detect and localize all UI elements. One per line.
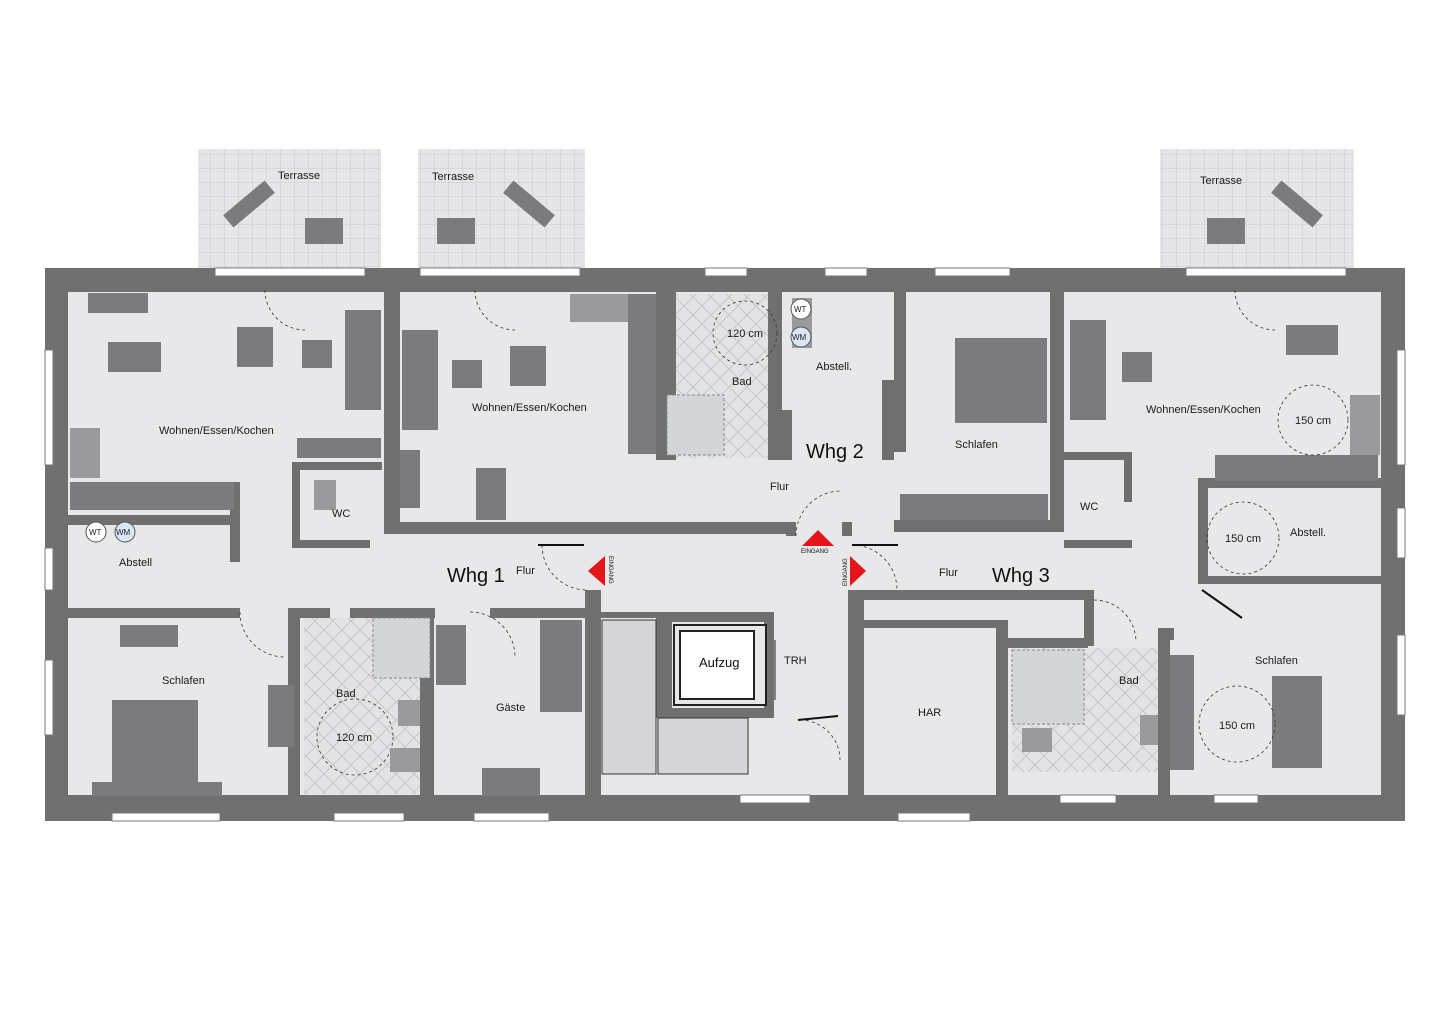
- label-bad-3: Bad: [1119, 675, 1139, 687]
- label-terrasse-2: Terrasse: [432, 171, 474, 183]
- entrance-label-whg2: EINGANG: [801, 549, 829, 555]
- room-labels: Terrasse Terrasse Terrasse Wohnen/Essen/…: [119, 170, 1331, 744]
- door-swings: [239, 289, 1349, 763]
- label-whg3: Whg 3: [992, 565, 1050, 587]
- entrance-arrow-whg3: [850, 556, 866, 586]
- label-abstell-2: Abstell.: [816, 361, 852, 373]
- label-wek-2: Wohnen/Essen/Kochen: [472, 402, 587, 414]
- wt-label-whg2: WT: [794, 305, 807, 314]
- label-trh: TRH: [784, 655, 807, 667]
- label-terrasse-1: Terrasse: [278, 170, 320, 182]
- terrace-3: [1160, 149, 1354, 269]
- wm-label-whg1: WM: [116, 528, 131, 537]
- wm-label-whg2: WM: [792, 333, 807, 342]
- label-flur-2: Flur: [770, 481, 789, 493]
- label-dim-bad1: 120 cm: [336, 732, 372, 744]
- label-whg1: Whg 1: [447, 565, 505, 587]
- entrance-label-whg1: EINGANG: [607, 556, 613, 584]
- label-dim-schlafen3: 150 cm: [1219, 720, 1255, 732]
- label-dim-wek3: 150 cm: [1295, 415, 1331, 427]
- label-gaeste: Gäste: [496, 702, 525, 714]
- entrance-arrow-whg1: [588, 556, 605, 586]
- label-wek-3: Wohnen/Essen/Kochen: [1146, 404, 1261, 416]
- label-dim-bad2: 120 cm: [727, 328, 763, 340]
- label-schlafen-2: Schlafen: [955, 439, 998, 451]
- label-terrasse-3: Terrasse: [1200, 175, 1242, 187]
- label-wc-3: WC: [1080, 501, 1098, 513]
- label-aufzug: Aufzug: [699, 655, 739, 670]
- wt-label-whg1: WT: [89, 528, 102, 537]
- entrance-label-whg3: EINGANG: [843, 558, 849, 586]
- terrace-1: [198, 149, 381, 269]
- appliances: WT WM WT WM: [85, 298, 812, 543]
- stair-core: [601, 619, 776, 775]
- terrace-2: [418, 149, 585, 269]
- label-flur-1: Flur: [516, 565, 535, 577]
- label-dim-abstell3: 150 cm: [1225, 533, 1261, 545]
- windows: [44, 267, 1406, 822]
- interior-walls: [68, 292, 1381, 796]
- label-wek-1: Wohnen/Essen/Kochen: [159, 425, 274, 437]
- label-schlafen-3: Schlafen: [1255, 655, 1298, 667]
- entrance-arrow-whg2: [802, 530, 834, 546]
- furniture: [70, 180, 1380, 796]
- entrance-markers: EINGANG EINGANG EINGANG: [588, 530, 866, 586]
- label-flur-3: Flur: [939, 567, 958, 579]
- label-har: HAR: [918, 707, 941, 719]
- label-schlafen-1: Schlafen: [162, 675, 205, 687]
- label-wc-1: WC: [332, 508, 350, 520]
- label-bad-2: Bad: [732, 376, 752, 388]
- label-abstell-1: Abstell: [119, 557, 152, 569]
- label-whg2: Whg 2: [806, 441, 864, 463]
- label-bad-1: Bad: [336, 688, 356, 700]
- label-abstell-3: Abstell.: [1290, 527, 1326, 539]
